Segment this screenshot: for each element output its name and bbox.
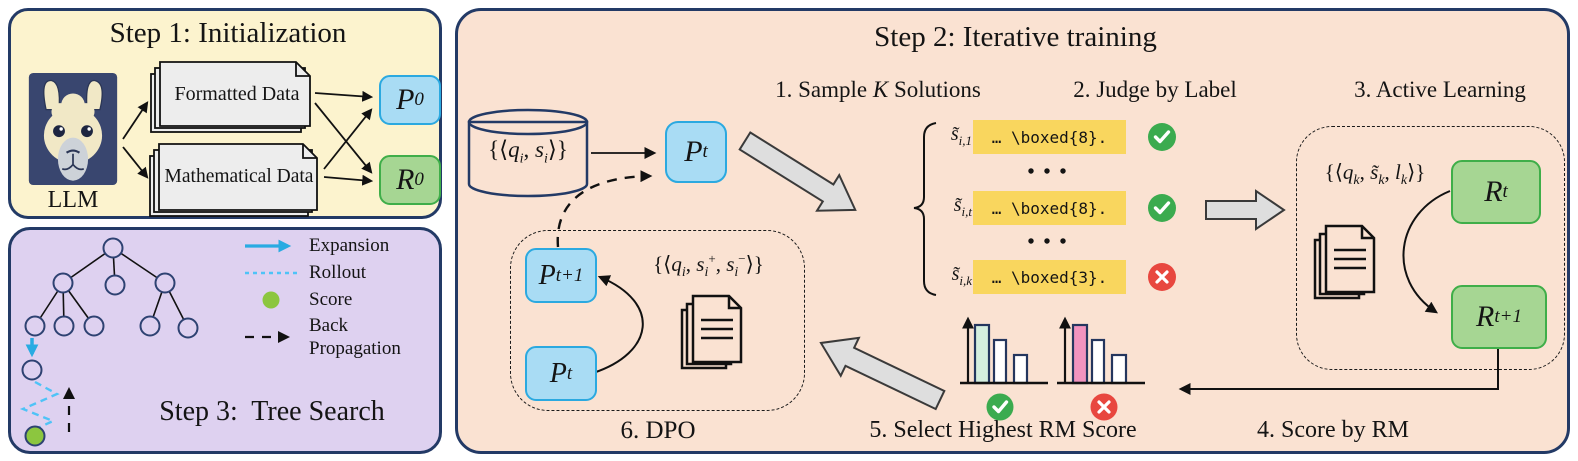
database-icon [467, 108, 589, 198]
block-arrow-sample [738, 131, 857, 212]
rt1-to-charts-arrow [1178, 349, 1499, 395]
pt1-to-pt-dashed-arrow [556, 170, 653, 248]
chart-rejected-cross-icon [1090, 393, 1118, 421]
step3-title: Step 3: Tree Search [159, 396, 385, 427]
solution-text-2: … \boxed{8}. [973, 191, 1126, 225]
active-learning-box [1296, 126, 1565, 370]
solution-label-3: s̃i,k [951, 263, 972, 288]
solution-text-1: … \boxed{8}. [973, 120, 1126, 154]
step2-connectors [556, 122, 1499, 421]
rollout-dashed-icon [245, 271, 297, 274]
score-node [24, 425, 46, 447]
backpropagation-arrow-icon [245, 331, 290, 343]
llama-to-data-arrows [122, 101, 149, 179]
solution-text-3: … \boxed{3}. [973, 260, 1126, 294]
documents-icon [1313, 224, 1376, 300]
al-set-text: {⟨qk, s̃k, lk⟩} [1324, 160, 1426, 189]
block-arrow-select [819, 336, 946, 411]
mathematical-data-label: Mathematical Data [164, 166, 314, 187]
formatted-data-stack-icon [150, 61, 311, 133]
step1-initialization-panel: Step 1: Initialization [8, 8, 442, 219]
expansion-arrow-icon [245, 239, 292, 252]
label-active-learning: 3. Active Learning [1354, 77, 1526, 102]
llm-label: LLM [47, 187, 99, 213]
mathematical-data-stack-icon [149, 143, 318, 217]
check-icon [1148, 194, 1176, 222]
dpo-box [510, 230, 805, 411]
legend-expansion: Expansion [243, 234, 389, 257]
label-sample-k-solutions: 1. Sample K Solutions [775, 77, 981, 102]
solutions-ellipsis-2: • • • [1027, 231, 1069, 253]
data-to-model-arrows [314, 90, 374, 186]
tree-nodes [21, 237, 199, 381]
label-select-highest-rm-score: 5. Select Highest RM Score [869, 417, 1137, 443]
llama-icon [28, 73, 118, 185]
rm-score-chart-rejected [1057, 316, 1145, 385]
rollout-path [19, 380, 60, 436]
rt-to-rt1-arrow [1402, 190, 1451, 314]
documents-icon [680, 294, 743, 370]
solutions-ellipsis-1: • • • [1027, 161, 1069, 183]
block-arrow-judge [1205, 189, 1286, 231]
step2-title: Step 2: Iterative training [874, 21, 1157, 53]
legend-rollout: Rollout [243, 261, 366, 284]
solution-label-1: s̃i,1 [950, 123, 972, 148]
formatted-data-label: Formatted Data [174, 82, 300, 105]
db-set-text: {⟨qi, si⟩} [488, 137, 568, 167]
label-score-by-rm: 4. Score by RM [1257, 417, 1409, 443]
score-dot-icon [262, 291, 280, 308]
step1-title: Step 1: Initialization [109, 17, 347, 49]
label-dpo: 6. DPO [620, 417, 696, 444]
solutions-brace [913, 122, 937, 296]
pt-to-pt1-arrow [592, 275, 644, 374]
dpo-set-text: {⟨qi, si+, si−⟩} [653, 251, 764, 281]
legend-score: Score [243, 288, 352, 311]
tree-search-graphic [19, 237, 199, 447]
rm-score-chart-accepted [960, 316, 1048, 385]
solution-label-2: s̃i,t [953, 194, 972, 219]
step2-iterative-training-panel: Step 2: Iterative training 1. Sample K S… [455, 8, 1570, 454]
check-icon [1148, 123, 1176, 151]
block-arrows [738, 131, 1286, 411]
step1-connectors [122, 90, 374, 186]
label-judge-by-label: 2. Judge by Label [1073, 77, 1237, 102]
chart-accepted-check-icon [986, 393, 1014, 421]
cross-icon [1148, 263, 1176, 291]
